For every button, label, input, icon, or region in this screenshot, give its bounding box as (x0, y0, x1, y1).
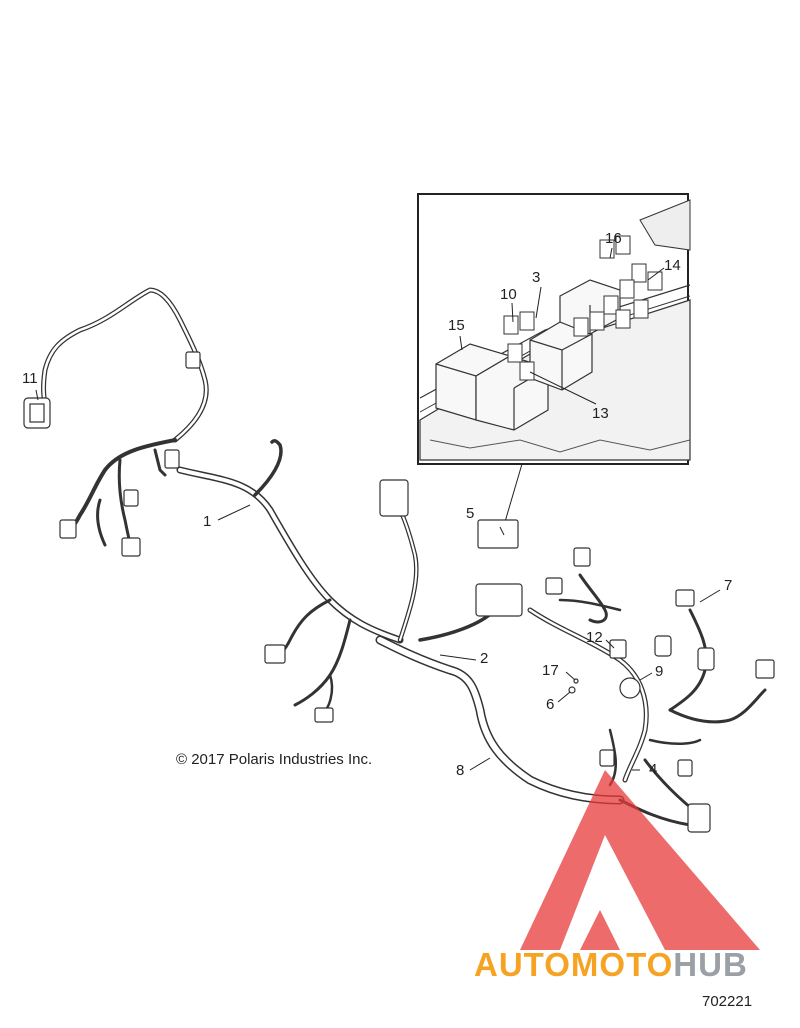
callout-2: 2 (480, 650, 489, 667)
callout-12: 12 (586, 629, 603, 646)
callout-9: 9 (655, 663, 664, 680)
leader-lines (35, 389, 721, 771)
copyright-text: © 2017 Polaris Industries Inc. (176, 751, 373, 768)
callout-4: 4 (649, 761, 658, 778)
fuse-box-inset (417, 193, 691, 465)
watermark-logo-text: AUTOMOTOHUB (474, 946, 748, 984)
callout-10: 10 (500, 286, 517, 303)
callout-15: 15 (448, 317, 465, 334)
callout-6: 6 (546, 696, 555, 713)
callout-13: 13 (592, 405, 609, 422)
callout-14: 14 (664, 257, 681, 274)
watermark-part-auto: AUTO (474, 946, 571, 983)
harness-connectors (23, 351, 775, 833)
triangle-logo-icon (520, 770, 760, 950)
watermark-part-hub: HUB (673, 946, 748, 983)
callout-3: 3 (532, 269, 541, 286)
callout-7: 7 (724, 577, 733, 594)
callout-5: 5 (466, 505, 475, 522)
watermark-part-moto: MOTO (570, 946, 674, 983)
callout-11: 11 (22, 370, 38, 387)
callout-17: 17 (542, 662, 559, 679)
diagram-id: 702221 (702, 993, 753, 1010)
callout-1: 1 (203, 513, 212, 530)
callout-16: 16 (605, 230, 622, 247)
callout-8: 8 (456, 762, 465, 779)
